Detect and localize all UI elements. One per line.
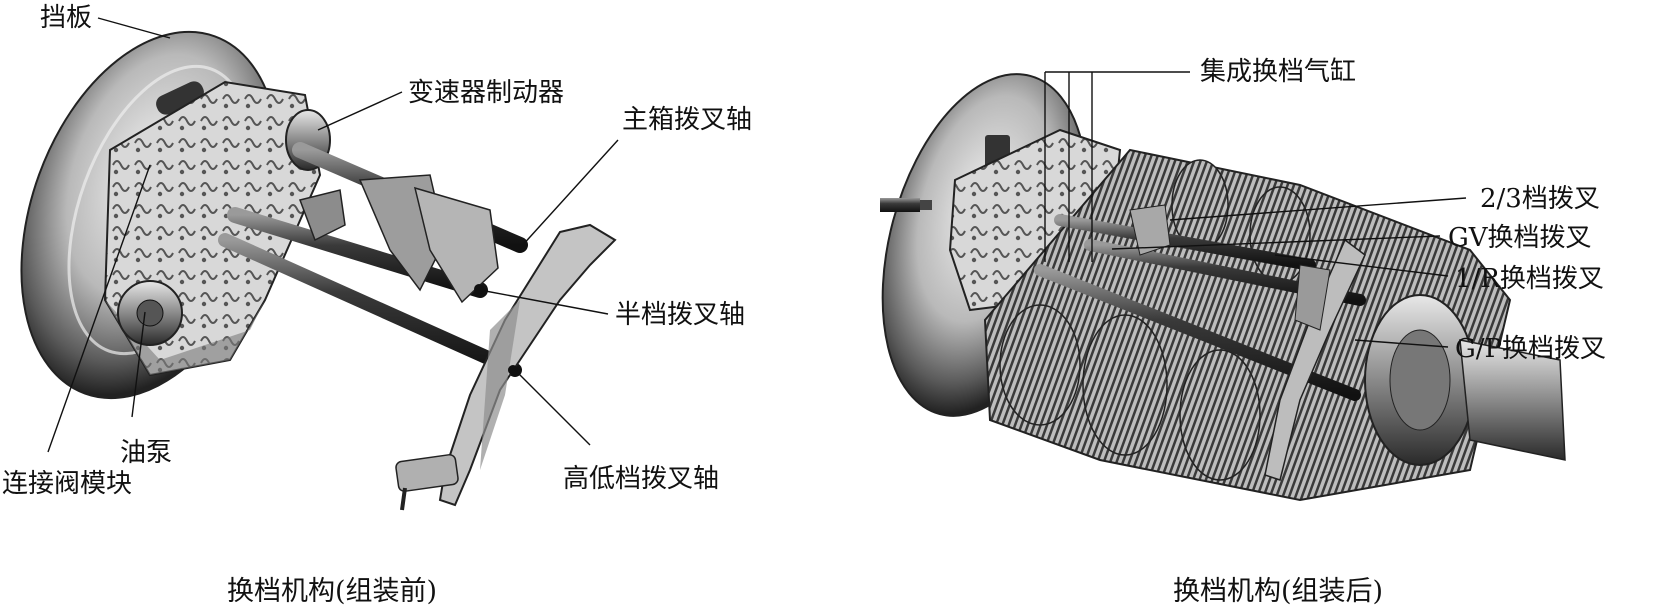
label-baffle: 挡板 bbox=[40, 3, 92, 33]
label-half-gear-fork-shaft: 半档拨叉轴 bbox=[615, 300, 745, 330]
label-high-low-fork-shaft: 高低档拨叉轴 bbox=[563, 464, 719, 494]
right-assembly-illustration bbox=[880, 73, 1566, 502]
left-assembly-illustration bbox=[20, 30, 617, 511]
label-oil-pump: 油泵 bbox=[120, 438, 172, 468]
left-leader-lines bbox=[47, 17, 619, 453]
label-fork-g-p: G/P换档拨叉 bbox=[1455, 334, 1606, 364]
caption-left: 换档机构(组装前) bbox=[227, 576, 437, 607]
label-connecting-valve-module: 连接阀模块 bbox=[2, 469, 132, 499]
right-leader-lines bbox=[1044, 71, 1467, 348]
label-fork-2-3: 2/3档拨叉 bbox=[1480, 184, 1600, 214]
label-transmission-brake: 变速器制动器 bbox=[408, 78, 564, 108]
label-integrated-shift-cylinder: 集成换档气缸 bbox=[1200, 57, 1356, 87]
label-fork-gv: GV换档拨叉 bbox=[1448, 223, 1592, 253]
caption-right: 换档机构(组装后) bbox=[1173, 576, 1383, 607]
label-main-box-fork-shaft: 主箱拨叉轴 bbox=[622, 105, 752, 135]
label-fork-1-r: 1/R换档拨叉 bbox=[1455, 264, 1604, 294]
